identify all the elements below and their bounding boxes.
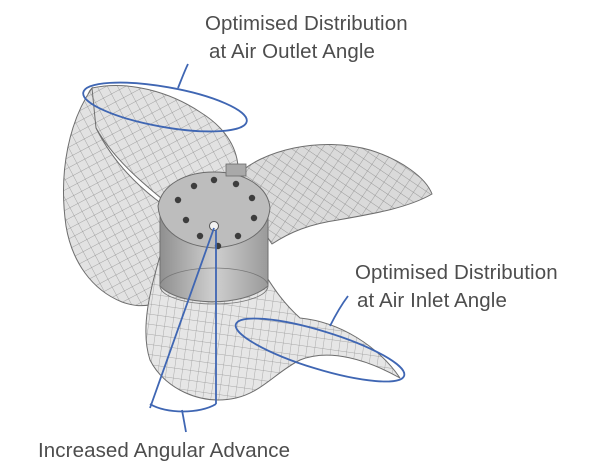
callout-advance — [149, 227, 217, 433]
label-outlet: Optimised Distribution at Air Outlet Ang… — [205, 10, 408, 66]
label-inlet-line2: at Air Inlet Angle — [357, 289, 507, 312]
label-advance: Increased Angular Advance — [38, 439, 291, 462]
label-outlet-line1: Optimised Distribution — [205, 12, 408, 35]
hub-face — [157, 171, 271, 249]
label-outlet-line2: at Air Outlet Angle — [209, 40, 375, 63]
label-inlet-line1: Optimised Distribution — [355, 261, 558, 284]
hub-bolts — [174, 176, 258, 250]
callout-outlet — [82, 63, 248, 133]
blade-right — [235, 144, 433, 245]
callout-inlet — [234, 295, 406, 383]
label-inlet: Optimised Distribution at Air Inlet Angl… — [355, 259, 558, 315]
